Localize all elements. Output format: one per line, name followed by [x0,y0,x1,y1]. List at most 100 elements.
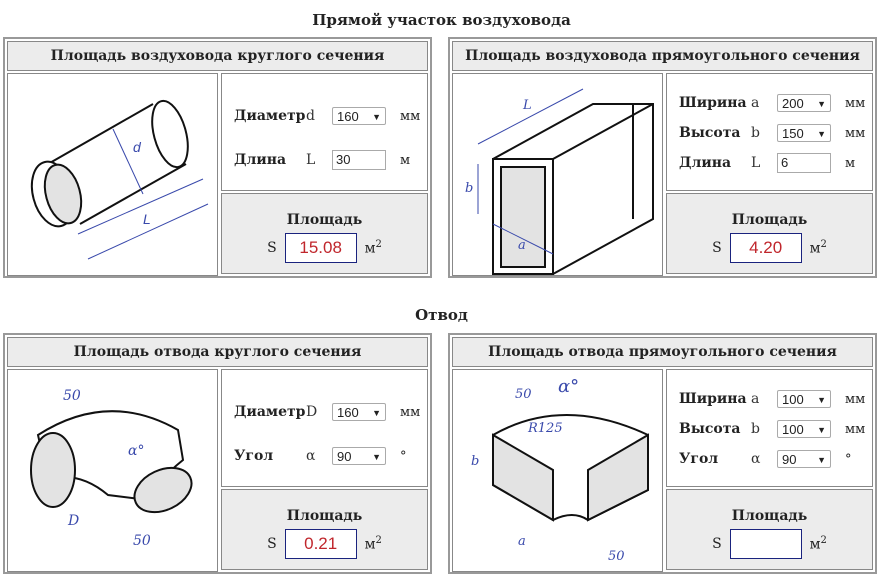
result-output [729,529,802,559]
select-value: 100 [782,392,804,407]
b-select[interactable]: 150▼ [777,124,831,142]
panel-title: Площадь воздуховода прямоугольного сечен… [452,41,873,71]
field-unit: мм [845,391,866,407]
panel-title: Площадь отвода прямоугольного сечения [452,337,873,367]
select-value: 100 [782,422,804,437]
field-symbol: b [751,125,760,141]
select-value: 160 [337,405,359,420]
field-label: Ширина [679,95,747,111]
section-title-bend: Отвод [415,306,468,324]
svg-text:R125: R125 [527,421,563,436]
dropdown-arrow-icon: ▼ [817,99,826,109]
field-unit: м [845,155,856,171]
svg-text:b: b [471,454,479,469]
field-symbol: α [751,451,761,467]
result-label: Площадь [286,212,363,228]
unit-superscript: 2 [375,535,382,547]
unit-text: м [364,240,376,257]
unit-text: м [809,240,821,257]
field-symbol: α [306,448,316,464]
field-label: Диаметр [234,404,306,420]
rect-duct-panel: Площадь воздуховода прямоугольного сечен… [448,37,877,278]
α-select[interactable]: 90 ▼ [777,450,831,468]
a-select[interactable]: 100▼ [777,390,831,408]
result-output: 15.08 [284,233,357,263]
svg-text:50: 50 [63,388,81,404]
result-unit: м2 [365,239,382,257]
b-select[interactable]: 100▼ [777,420,831,438]
field-symbol: a [751,391,760,407]
field-unit: мм [845,421,866,437]
dropdown-arrow-icon: ▼ [817,455,826,465]
field-symbol: L [306,152,316,168]
field-label: Длина [234,152,287,168]
round-bend-diagram-icon: 50α°D50 [30,388,193,549]
field-label: Ширина [679,391,747,407]
svg-text:α°: α° [128,443,144,459]
d-select[interactable]: 160▼ [332,107,386,125]
panel-title: Площадь воздуховода круглого сечения [7,41,428,71]
round-duct-diagram-icon: dL [30,99,209,260]
result-unit: м2 [810,535,827,553]
field-unit: ° [400,448,407,464]
field-label: Длина [679,155,732,171]
svg-text:α°: α° [558,376,579,397]
svg-text:d: d [133,139,142,155]
svg-text:D: D [67,513,79,529]
svg-text:50: 50 [515,387,532,402]
D-select[interactable]: 160 ▼ [332,403,386,421]
field-label: Угол [234,448,274,464]
unit-superscript: 2 [820,535,827,547]
a-select[interactable]: 200▼ [777,94,831,112]
field-unit: мм [845,95,866,111]
dropdown-arrow-icon: ▼ [372,452,381,462]
result-symbol: S [267,240,277,256]
svg-text:a: a [518,534,526,549]
L-input[interactable]: 30 [332,150,386,170]
svg-text:b: b [465,181,473,196]
result-output: 4.20 [729,233,802,263]
result-output: 0.21 [284,529,357,559]
result-label: Площадь [731,212,808,228]
section-title-straight: Прямой участок воздуховода [312,11,571,29]
svg-text:L: L [143,211,151,227]
unit-text: м [364,536,376,553]
result-unit: м2 [365,535,382,553]
dropdown-arrow-icon: ▼ [372,408,381,418]
result-symbol: S [712,240,722,256]
duct-drawing: 50 α° R125 b a 50 [452,369,663,572]
svg-text:50: 50 [608,549,625,564]
rect-duct-diagram-icon: Lba [465,88,654,275]
field-row: Угол α 90 ▼ ° [222,434,427,478]
field-label: Диаметр [234,108,306,124]
dropdown-arrow-icon: ▼ [817,129,826,139]
field-unit: мм [400,404,421,420]
unit-text: м [809,536,821,553]
L-input[interactable]: 6 [777,153,831,173]
α-select[interactable]: 90 ▼ [332,447,386,465]
field-unit: мм [845,125,866,141]
select-value: 90 [337,449,352,464]
rect-bend-diagram-icon: 50 α° R125 b a 50 [471,376,649,564]
result-label: Площадь [286,508,363,524]
panel-title: Площадь отвода круглого сечения [7,337,428,367]
result-unit: м2 [810,239,827,257]
select-value: 90 [782,452,797,467]
result-symbol: S [712,536,722,552]
